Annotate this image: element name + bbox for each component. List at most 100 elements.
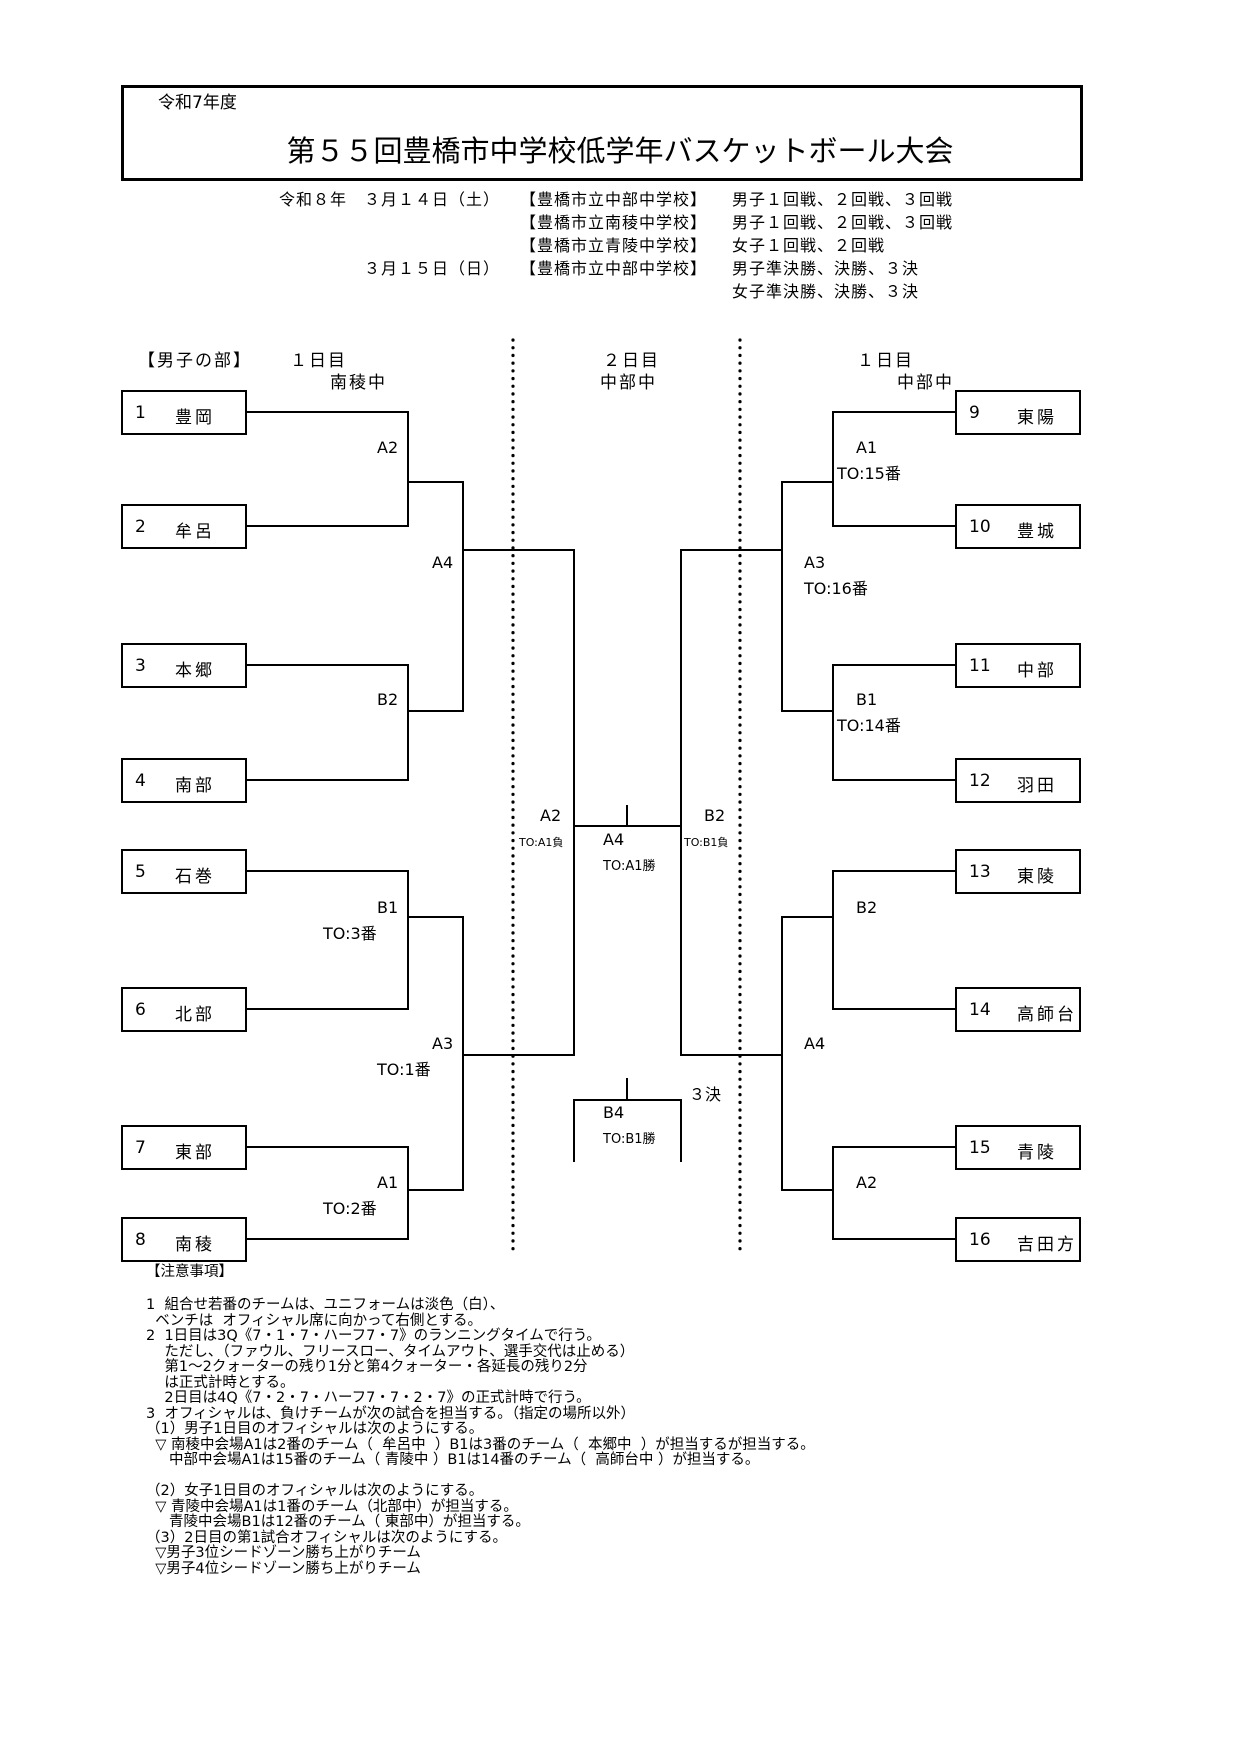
notes-list: 1 組合せ若番のチームは、ユニフォームは淡色（白）、 ベンチは オフィシャル席に… <box>146 1297 815 1577</box>
team-name: 石巻 <box>175 867 215 887</box>
team-box: 13 東陵 <box>955 849 1081 894</box>
bracket-line <box>463 549 575 1056</box>
section-title: 【男子の部】 <box>138 351 252 371</box>
team-number: 15 <box>969 1138 991 1158</box>
note-line: ▽ 青陵中会場A1は1番のチーム（北部中）が担当する。 <box>146 1498 518 1515</box>
team-box: 12 羽田 <box>955 758 1081 803</box>
bracket-line <box>832 870 955 1010</box>
team-box: 11 中部 <box>955 643 1081 688</box>
team-name: 羽田 <box>1017 776 1057 796</box>
bracket-line <box>247 664 409 781</box>
fiscal-year: 令和7年度 <box>158 93 237 113</box>
match-code: A1 <box>377 1173 399 1192</box>
match-code: A3 <box>432 1034 454 1053</box>
note-line: 青陵中会場B1は12番のチーム（ 東部中）が担当する。 <box>146 1514 530 1530</box>
semi-left-code: A2 <box>540 806 562 825</box>
center-day: ２日目 <box>603 351 660 371</box>
match-code: A1 <box>856 438 878 457</box>
semi-right-code: B2 <box>704 806 726 825</box>
team-box: 1 豊岡 <box>121 390 247 435</box>
team-number: 16 <box>969 1230 991 1250</box>
team-number: 7 <box>135 1138 146 1158</box>
team-name: 東陵 <box>1017 867 1057 887</box>
team-number: 13 <box>969 862 991 882</box>
team-box: 4 南部 <box>121 758 247 803</box>
team-box: 14 高師台 <box>955 987 1081 1032</box>
match-official: TO:16番 <box>804 579 868 598</box>
team-name: 本郷 <box>175 661 215 681</box>
third-place-official: TO:B1勝 <box>603 1132 656 1147</box>
note-line: ▽男子4位シードゾーン勝ち上がりチーム <box>146 1560 421 1577</box>
schedule-events: 女子準決勝、決勝、３決 <box>732 282 920 301</box>
match-official: TO:15番 <box>837 464 901 483</box>
right-day: １日目 <box>857 351 914 371</box>
team-box: 15 青陵 <box>955 1125 1081 1170</box>
schedule-venue: 【豊橋市立青陵中学校】 <box>520 236 708 255</box>
match-code: A2 <box>856 1173 878 1192</box>
bracket-line <box>408 916 464 1191</box>
match-official: TO:1番 <box>377 1060 431 1079</box>
team-number: 3 <box>135 656 146 676</box>
team-name: 中部 <box>1017 661 1057 681</box>
schedule-events: 男子準決勝、決勝、３決 <box>732 259 920 278</box>
team-number: 11 <box>969 656 991 676</box>
semi-left-official: TO:A1負 <box>519 836 564 849</box>
schedule-venue: 【豊橋市立南稜中学校】 <box>520 213 708 232</box>
team-name: 牟呂 <box>175 522 215 542</box>
team-name: 高師台 <box>1017 1005 1077 1025</box>
team-name: 東部 <box>175 1143 215 1163</box>
match-code: B1 <box>377 898 399 917</box>
note-line: ベンチは オフィシャル席に向かって右側とする。 <box>146 1312 482 1329</box>
bracket-line <box>247 870 409 1010</box>
note-line: 中部中会場A1は15番のチーム（ 青陵中 ）B1は14番のチーム（ 高師台中 ）… <box>146 1452 760 1468</box>
left-venue: 南稜中 <box>330 373 387 393</box>
team-name: 豊岡 <box>175 408 215 428</box>
match-official: TO:2番 <box>323 1199 377 1218</box>
note-line: ただし、（ファウル、フリースロー、タイムアウト、選手交代は止める） <box>146 1343 635 1360</box>
bracket-line <box>781 481 833 712</box>
left-day: １日目 <box>290 351 347 371</box>
team-name: 豊城 <box>1017 522 1057 542</box>
note-line: （3）2日目の第1試合オフィシャルは次のようにする。 <box>146 1529 508 1546</box>
match-official: TO:14番 <box>837 716 901 735</box>
team-name: 青陵 <box>1017 1143 1057 1163</box>
team-number: 8 <box>135 1230 146 1250</box>
match-official: TO:3番 <box>323 924 377 943</box>
team-number: 6 <box>135 1000 146 1020</box>
match-code: A3 <box>804 553 826 572</box>
bracket-line <box>832 411 955 527</box>
team-name: 南部 <box>175 776 215 796</box>
final-official: TO:A1勝 <box>603 859 656 874</box>
schedule-date: 令和８年 ３月１４日（土） <box>278 190 500 209</box>
match-code: B1 <box>856 690 878 709</box>
right-venue: 中部中 <box>897 373 954 393</box>
match-code: B2 <box>377 690 399 709</box>
bracket-line <box>781 916 833 1191</box>
note-line: は正式計時とする。 <box>146 1374 295 1391</box>
schedule-events: 男子１回戦、２回戦、３回戦 <box>732 213 954 232</box>
match-code: A4 <box>804 1034 826 1053</box>
team-number: 1 <box>135 403 146 423</box>
schedule-venue: 【豊橋市立中部中学校】 <box>520 259 708 278</box>
team-box: 10 豊城 <box>955 504 1081 549</box>
team-number: 14 <box>969 1000 991 1020</box>
team-number: 10 <box>969 517 991 537</box>
semi-right-official: TO:B1負 <box>684 836 729 849</box>
bracket-line <box>247 1146 409 1240</box>
bracket-line <box>680 549 782 1056</box>
note-line: 1 組合せ若番のチームは、ユニフォームは淡色（白）、 <box>146 1297 505 1313</box>
title-box <box>121 85 1083 181</box>
schedule-events: 女子１回戦、２回戦 <box>732 236 886 255</box>
bracket-line <box>832 664 955 781</box>
team-number: 4 <box>135 771 146 791</box>
team-box: 3 本郷 <box>121 643 247 688</box>
team-number: 12 <box>969 771 991 791</box>
note-line: （2）女子1日目のオフィシャルは次のようにする。 <box>146 1483 484 1499</box>
center-venue: 中部中 <box>600 373 657 393</box>
